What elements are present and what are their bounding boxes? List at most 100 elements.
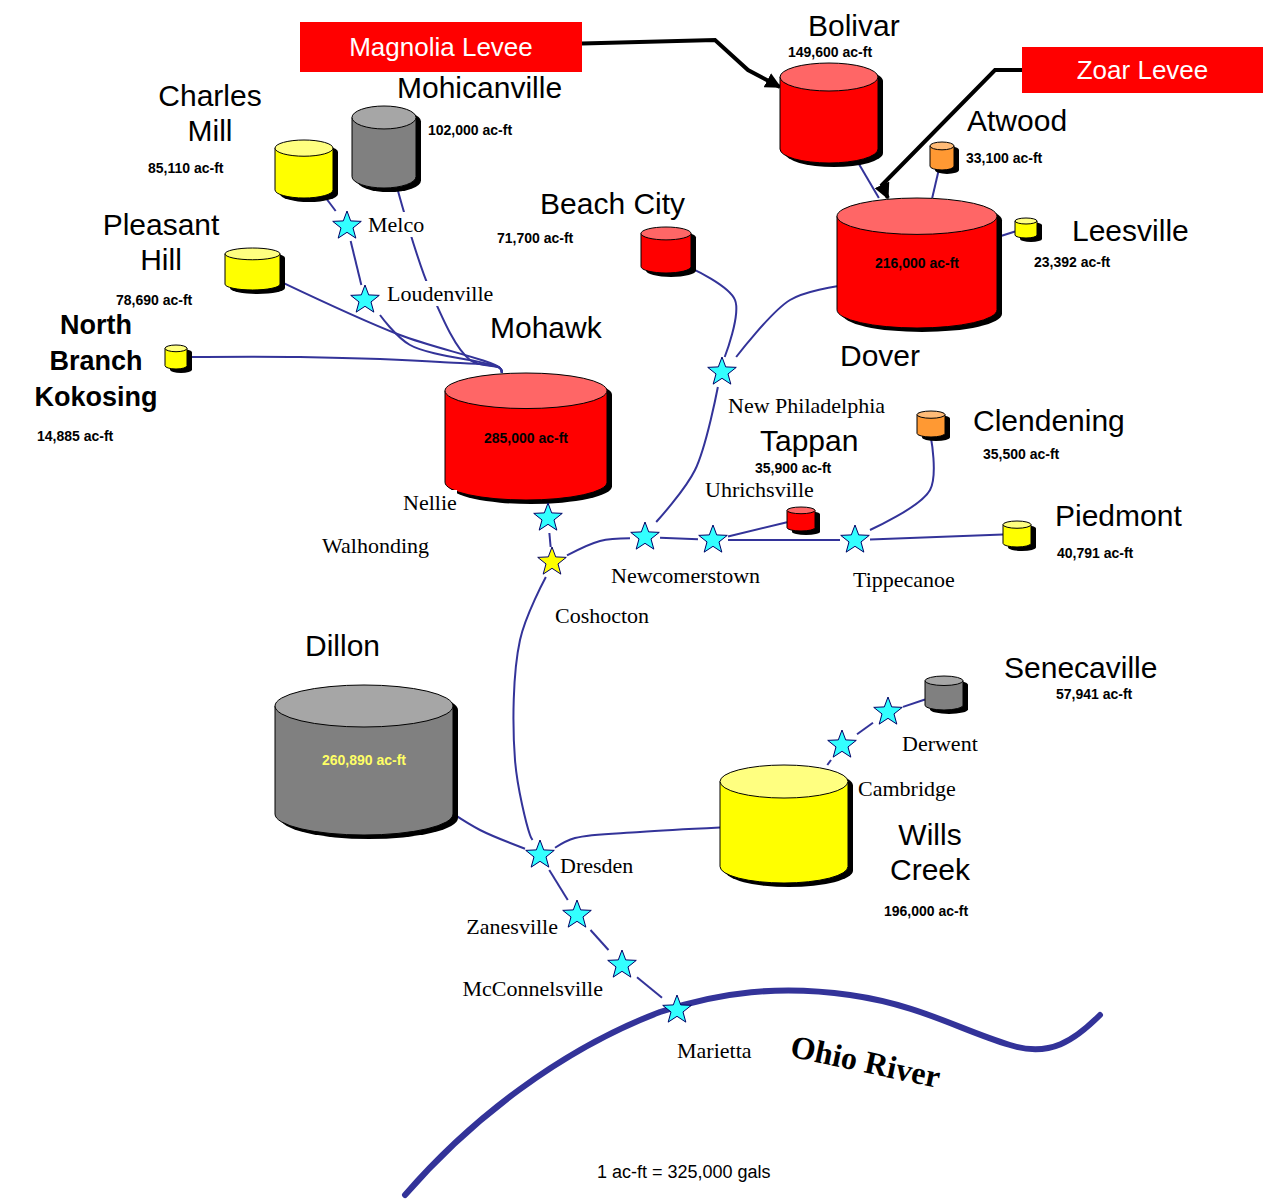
river-line: [405, 990, 1100, 1195]
river-line: [728, 522, 787, 536]
gauge-star: Nellie: [533, 503, 563, 533]
gauge-star: Marietta: [662, 995, 692, 1025]
reservoir-name: Mohicanville: [397, 70, 562, 105]
cylinder-shape: [930, 142, 954, 170]
cylinder-shape: [225, 248, 280, 290]
cylinder-shape: [275, 140, 333, 198]
reservoir-cylinder: Mohicanville102,000 ac-ft: [352, 106, 416, 188]
cylinder-shape: [917, 411, 945, 437]
star-shape: [525, 840, 555, 870]
reservoir-cylinder: Dillon260,890 ac-ft: [275, 685, 453, 835]
gauge-label: Nellie: [403, 490, 457, 515]
cylinder-shape: [787, 507, 815, 531]
reservoir-name: Tappan: [760, 423, 858, 458]
gauge-label: New Philadelphia: [728, 393, 885, 418]
river-line: [857, 723, 873, 734]
capacity-label: 33,100 ac-ft: [966, 150, 1042, 166]
star-shape: [840, 525, 870, 555]
river-line: [691, 268, 736, 357]
gauge-star: Cambridge: [827, 730, 857, 760]
reservoir-name: Dover: [840, 338, 920, 373]
capacity-label: 14,885 ac-ft: [37, 428, 113, 444]
cylinder-shape: [165, 345, 187, 369]
gauge-label: Cambridge: [858, 776, 956, 801]
gauge-star: Dresden: [525, 840, 555, 870]
star-shape: [533, 503, 563, 533]
cylinder-shape: [641, 227, 691, 273]
reservoir-name: Mohawk: [490, 310, 602, 345]
river-line: [567, 538, 630, 555]
river-line: [932, 170, 939, 198]
reservoir-cylinder: North Branch Kokosing14,885 ac-ft: [165, 345, 187, 369]
river-line: [591, 930, 609, 950]
cylinder-shape: [720, 765, 848, 883]
gauge-label: Zanesville: [440, 914, 558, 939]
gauge-label: McConnelsville: [400, 976, 603, 1001]
levee-callout: Zoar Levee: [1022, 47, 1263, 93]
capacity-label: 149,600 ac-ft: [788, 44, 872, 60]
gauge-star: Zanesville: [562, 900, 592, 930]
reservoir-cylinder: 216,000 ac-ftDover: [837, 198, 997, 328]
gauge-star: McConnelsville: [607, 950, 637, 980]
reservoir-cylinder: Atwood33,100 ac-ft: [930, 142, 954, 170]
reservoir-name: Atwood: [967, 103, 1067, 138]
cylinder-shape: [780, 63, 878, 163]
reservoir-cylinder: Bolivar149,600 ac-ft: [780, 63, 878, 163]
star-shape: [630, 522, 660, 552]
reservoir-cylinder: Beach City71,700 ac-ft: [641, 227, 691, 273]
reservoir-name: Charles Mill: [140, 78, 280, 148]
river-line: [187, 357, 502, 373]
reservoir-cylinder: Tappan35,900 ac-ft: [787, 507, 815, 531]
reservoir-name: Piedmont: [1055, 498, 1182, 533]
reservoir-name: Bolivar: [808, 8, 900, 43]
star-shape: [607, 950, 637, 980]
river-line: [903, 699, 925, 706]
river-line: [453, 814, 525, 849]
reservoir-name: North Branch Kokosing: [28, 307, 164, 415]
reservoir-cylinder: Pleasant Hill78,690 ac-ft: [225, 248, 280, 290]
capacity-label: 71,700 ac-ft: [497, 230, 573, 246]
star-shape: [662, 995, 692, 1025]
levee-arrow: [582, 40, 780, 87]
star-shape: [707, 357, 737, 387]
gauge-star: Coshocton: [537, 547, 567, 577]
star-shape: [827, 730, 857, 760]
reservoir-cylinder: Charles Mill85,110 ac-ft: [275, 140, 333, 198]
levee-callout: Magnolia Levee: [300, 22, 582, 72]
reservoir-cylinder: Clendening35,500 ac-ft: [917, 411, 945, 437]
capacity-label: 23,392 ac-ft: [1034, 254, 1110, 270]
reservoir-cylinder: Senecaville57,941 ac-ft: [925, 676, 963, 710]
reservoir-cylinder: Mohawk285,000 ac-ft: [445, 373, 607, 500]
river-line: [549, 533, 550, 547]
star-shape: [698, 525, 728, 555]
star-shape: [537, 547, 567, 577]
star-shape: [332, 211, 362, 241]
star-shape: [350, 285, 380, 315]
river-line: [870, 437, 934, 530]
reservoir-cylinder: Wills Creek196,000 ac-ft: [720, 765, 848, 883]
river-line: [637, 977, 662, 997]
capacity-label: 216,000 ac-ft: [837, 255, 997, 271]
river-line: [827, 760, 831, 765]
gauge-star: Melco: [332, 211, 362, 241]
reservoir-name: Dillon: [305, 628, 380, 663]
cylinder-shape: [352, 106, 416, 188]
gauge-label: Newcomerstown: [611, 563, 760, 588]
river-line: [870, 535, 1003, 540]
reservoir-name: Pleasant Hill: [100, 207, 222, 277]
reservoir-name: Beach City: [540, 186, 685, 221]
river-line: [555, 828, 720, 848]
reservoir-cylinder: Leesville23,392 ac-ft: [1015, 218, 1037, 238]
capacity-label: 285,000 ac-ft: [445, 430, 607, 446]
reservoir-name: Leesville: [1072, 213, 1189, 248]
gauge-star: Derwent: [873, 697, 903, 727]
cylinder-shape: [925, 676, 963, 710]
gauge-label: Tippecanoe: [853, 567, 955, 592]
river-name: Walhonding: [322, 533, 429, 558]
gauge-star: Uhrichsville: [698, 525, 728, 555]
levee-label: Zoar Levee: [1022, 47, 1263, 93]
river-line: [660, 538, 698, 540]
